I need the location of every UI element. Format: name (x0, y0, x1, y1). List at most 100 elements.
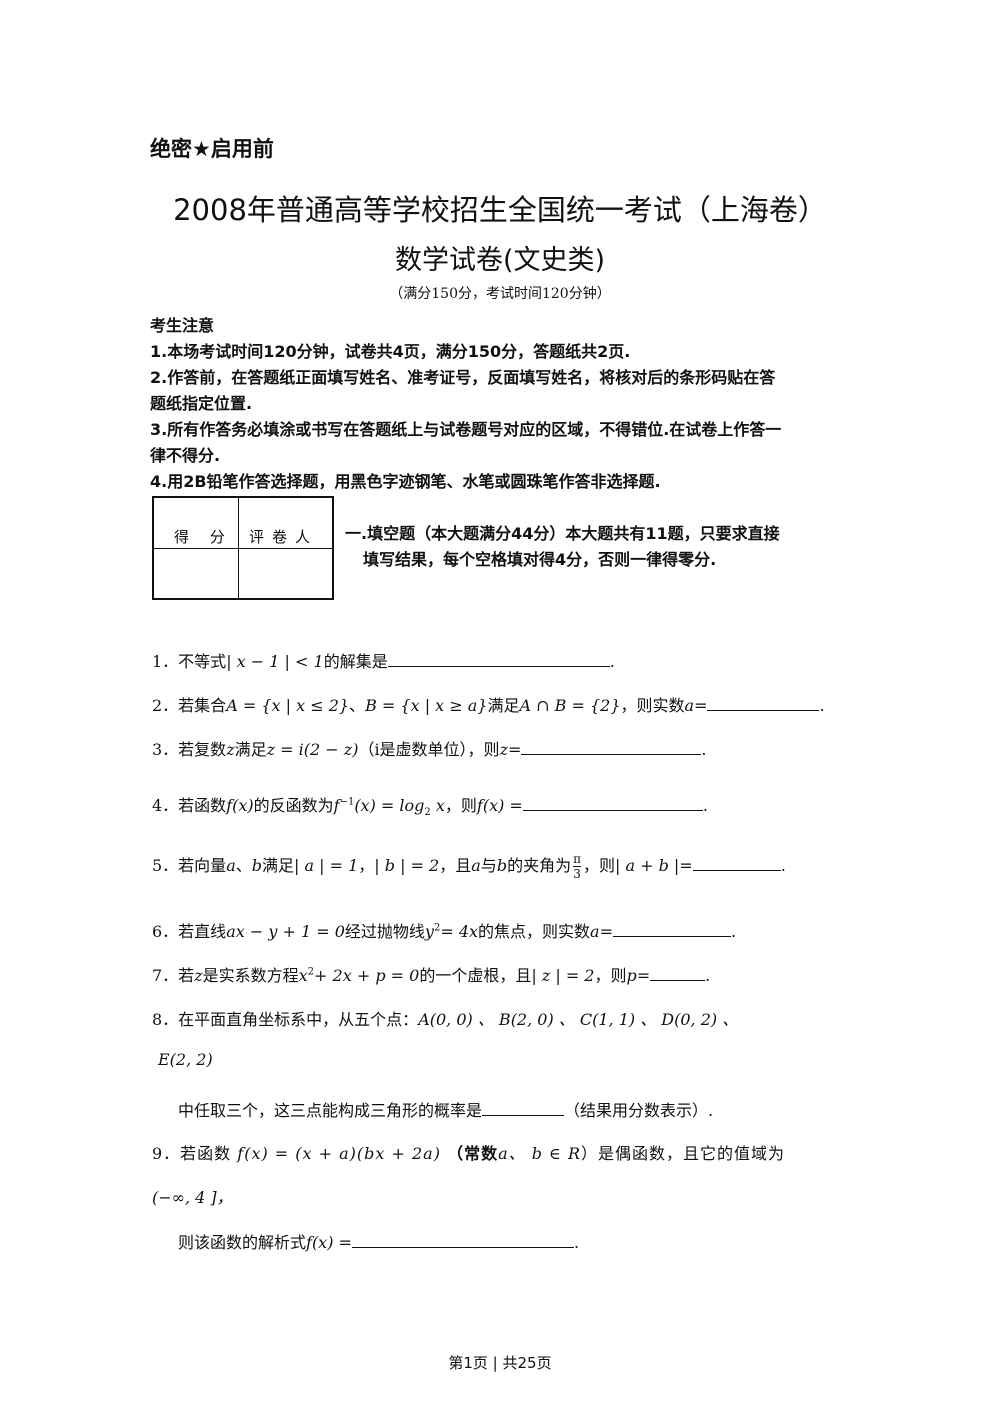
section-instructions: 一.填空题（本大题满分44分）本大题共有11题，只要求直接 (345, 524, 780, 543)
question-text: 3．若复数 (152, 740, 227, 759)
question-text: . (705, 966, 711, 985)
math-expression: y (424, 922, 434, 941)
question-text: . (819, 696, 825, 715)
question-text: 的解集是 (323, 652, 388, 671)
vector-a: a (226, 856, 236, 875)
math-expression: = 4x (440, 922, 479, 941)
notice-item: 4.用2B铅笔作答选择题，用黑色字迹钢笔、水笔或圆珠笔作答非选择题. (150, 472, 661, 491)
question-text: ，则实数 (620, 696, 685, 715)
math-variable: z (226, 740, 235, 759)
answer-blank[interactable] (482, 1101, 565, 1116)
question-text: 则该函数的解析式 (178, 1233, 307, 1252)
question-text: . (573, 1233, 580, 1252)
question-2: 2．若集合A = {x | x ≤ 2}、B = {x | x ≥ a}满足A … (152, 692, 825, 716)
math-expression: A = {x | x ≤ 2} (226, 696, 350, 715)
vector-a: a (471, 856, 481, 875)
math-expression: x (435, 796, 445, 815)
question-text: （i是虚数单位），则 (358, 740, 500, 759)
score-header: 得 分 (174, 528, 233, 546)
question-text: ）是偶函数，且它的值域为 (581, 1144, 786, 1163)
question-text: . (702, 796, 708, 815)
math-variable: z (194, 966, 203, 985)
question-8-point-e: E(2, 2) (158, 1050, 213, 1069)
math-expression: B = {x | x ≥ a} (365, 696, 488, 715)
question-text: 9．若函数 (152, 1144, 232, 1163)
answer-blank[interactable] (387, 652, 610, 667)
question-4: 4．若函数f(x)的反函数为f−1(x) = log2 x，则f(x) =. (152, 792, 708, 818)
question-text: （常数 (447, 1144, 499, 1163)
answer-blank[interactable] (522, 796, 703, 811)
math-expression: E(2, 2) (158, 1050, 213, 1069)
math-expression: (−∞, 4 ]， (152, 1188, 233, 1207)
math-superscript: 2 (433, 922, 441, 934)
table-divider (154, 548, 332, 549)
math-superscript: 2 (307, 966, 315, 978)
question-text: = (694, 696, 708, 715)
confidential-label: 绝密★启用前 (150, 137, 274, 161)
exam-title: 2008年普通高等学校招生全国统一考试（上海卷） (173, 193, 827, 227)
math-superscript: −1 (339, 796, 355, 808)
exam-subtitle: 数学试卷(文史类) (394, 245, 606, 276)
math-expression: | x − 1 | < 1 (226, 652, 324, 671)
math-expression: + 2x + p = 0 (314, 966, 420, 985)
math-expression: ax − y + 1 = 0 (226, 922, 345, 941)
answer-blank[interactable] (613, 922, 731, 937)
math-variable: a (590, 922, 600, 941)
page-footer: 第1页 | 共25页 (448, 1354, 552, 1372)
question-text: 与 (480, 856, 497, 875)
math-expression: f(x) = (476, 796, 523, 815)
math-expression: f(x) = (x + a)(bx + 2a) (237, 1144, 441, 1163)
question-text: 8．在平面直角坐标系中，从五个点： (152, 1010, 419, 1029)
question-text: ，且 (439, 856, 472, 875)
fraction-numerator: π (573, 852, 581, 867)
answer-blank[interactable] (521, 740, 702, 755)
question-8: 8．在平面直角坐标系中，从五个点：A(0, 0) 、 B(2, 0) 、 C(1… (152, 1006, 738, 1030)
math-expression: | a | = 1 (294, 856, 359, 875)
question-text: 满足 (487, 696, 520, 715)
question-text: 的夹角为 (507, 856, 572, 875)
question-8-continued: 中任取三个，这三点能构成三角形的概率是 （结果用分数表示）. (178, 1097, 713, 1121)
question-9-range: (−∞, 4 ]， (152, 1184, 233, 1208)
question-text: 4．若函数 (152, 796, 227, 815)
question-text: = (679, 856, 693, 875)
math-expression: z = i(2 − z) (266, 740, 359, 759)
score-note: （满分150分，考试时间120分钟） (389, 286, 611, 302)
question-text: . (731, 922, 737, 941)
vector-b: b (251, 856, 262, 875)
answer-blank[interactable] (650, 966, 706, 981)
math-expression: | b | = 2 (374, 856, 440, 875)
notice-item: 3.所有作答务必填涂或书写在答题纸上与试卷题号对应的区域，不得错位.在试卷上作答… (150, 420, 782, 439)
question-text: ，则 (594, 966, 627, 985)
vector-b: b (496, 856, 508, 875)
question-text: 中任取三个，这三点能构成三角形的概率是 (178, 1101, 483, 1120)
answer-blank[interactable] (351, 1233, 574, 1248)
question-text: 经过抛物线 (344, 922, 425, 941)
question-text: （结果用分数表示）. (564, 1101, 714, 1120)
fraction-denominator: 3 (573, 867, 581, 881)
math-variable: a (684, 696, 695, 715)
math-expression: f (333, 796, 340, 815)
question-text: 的一个虚根，且 (419, 966, 532, 985)
answer-blank[interactable] (692, 856, 781, 871)
notice-heading: 考生注意 (150, 316, 215, 335)
notice-item: 2.作答前，在答题纸正面填写姓名、准考证号，反面填写姓名，将核对后的条形码贴在答 (150, 368, 776, 387)
question-text: 7．若 (152, 966, 195, 985)
question-text: ，则 (582, 856, 615, 875)
answer-blank[interactable] (707, 696, 820, 711)
question-text: 满足 (234, 740, 267, 759)
question-9: 9．若函数 f(x) = (x + a)(bx + 2a) （常数a、 b ∈ … (152, 1140, 785, 1164)
question-text: 的反函数为 (253, 796, 334, 815)
question-text: 5．若向量 (152, 856, 227, 875)
notice-item: 律不得分. (150, 446, 221, 465)
math-expression: f(x) = (306, 1233, 352, 1252)
question-text: ， (358, 856, 375, 875)
question-text: = (636, 966, 651, 985)
question-1: 1．不等式| x − 1 | < 1的解集是. (152, 648, 615, 672)
question-text: 、 (235, 856, 252, 875)
question-9-continued: 则该函数的解析式f(x) =. (178, 1229, 579, 1253)
math-expression: A ∩ B = {2} (519, 696, 621, 715)
grade-table: 得 分 评卷人 (152, 496, 334, 600)
question-text: 6．若直线 (152, 922, 227, 941)
